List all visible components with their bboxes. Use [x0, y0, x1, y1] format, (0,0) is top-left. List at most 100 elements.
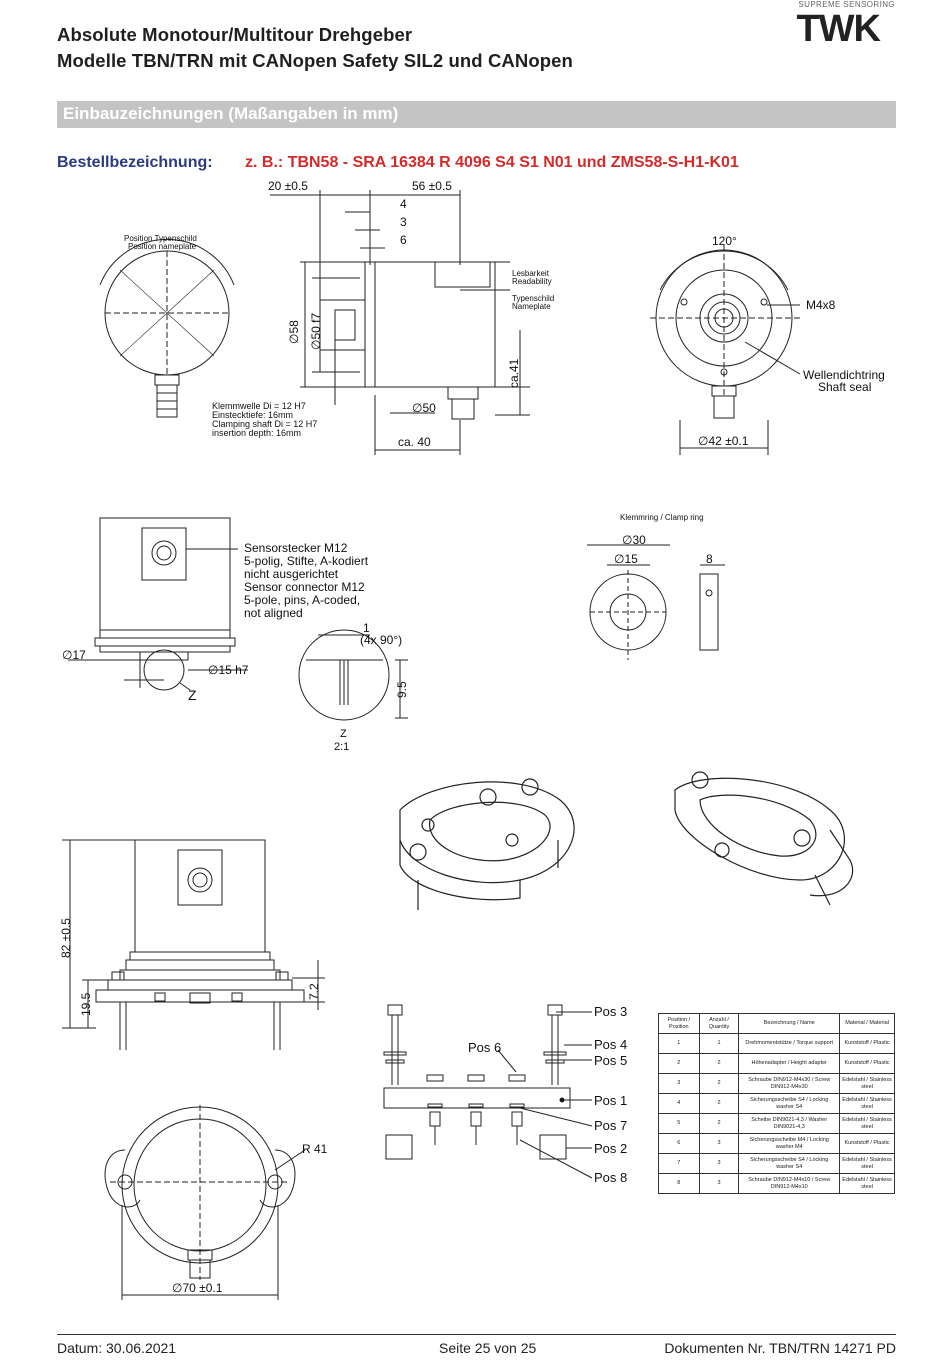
- pos-3-label: Pos 3: [594, 1004, 627, 1019]
- cell: 2: [658, 1053, 700, 1074]
- cell: Edelstahl / Stainless steel: [839, 1093, 895, 1114]
- cell: Edelstahl / Stainless steel: [839, 1153, 895, 1174]
- parts-table: Position / Position Anzahl / Quantity Be…: [658, 1013, 895, 1194]
- cell: Kunststoff / Plastic: [839, 1053, 895, 1074]
- parts-table-header: Position / Position Anzahl / Quantity Be…: [658, 1013, 895, 1034]
- lesbarkeit-de: Lesbarkeit: [512, 269, 550, 278]
- cell: Schraube DIN912-M4x30 / Screw DIN912-M4x…: [738, 1073, 841, 1094]
- cell: Kunststoff / Plastic: [839, 1033, 895, 1054]
- detail-z-scale: 2:1: [334, 741, 349, 753]
- header-quantity: Anzahl / Quantity: [698, 1013, 740, 1034]
- lesbarkeit-en: Readability: [512, 277, 552, 286]
- dim-3: 3: [400, 215, 407, 229]
- cell: 4: [658, 1093, 700, 1114]
- torque-support-3d-right: [674, 771, 854, 906]
- dim-d58: ∅58: [287, 320, 301, 344]
- cell: Sicherungsscheibe S4 / Locking washer S4: [738, 1093, 841, 1114]
- detail-z-title: Z: [340, 728, 347, 740]
- clamp-shaft-2: Einstecktiefe: 16mm: [212, 410, 293, 420]
- section-header: Einbauzeichnungen (Maßangaben in mm): [57, 101, 896, 128]
- connector-view: [68, 517, 248, 691]
- cell: 6: [658, 1133, 700, 1154]
- seal-label-en: Shaft seal: [818, 380, 871, 394]
- cell: 3: [698, 1133, 740, 1154]
- cell: Sicherungsscheibe S4 / Locking washer S4: [738, 1153, 841, 1174]
- cell: Drehmomentstütze / Torque support: [738, 1033, 841, 1054]
- typenschild-de: Typenschild: [512, 294, 554, 303]
- dim-56: 56 ±0.5: [412, 179, 452, 193]
- dim-19-5: 19.5: [79, 992, 93, 1016]
- header-position: Position / Position: [658, 1013, 700, 1034]
- clamp-shaft-4: insertion depth: 16mm: [212, 428, 301, 438]
- brand-tagline: SUPREME SENSORING: [798, 0, 895, 9]
- dim-8: 8: [706, 552, 713, 566]
- pos-8-label: Pos 8: [594, 1170, 627, 1185]
- cell: 8: [658, 1173, 700, 1194]
- encoder-front-view: [99, 238, 235, 418]
- cell: 2: [698, 1073, 740, 1094]
- cell: 2: [698, 1053, 740, 1074]
- cell: 1: [698, 1033, 740, 1054]
- cell: Scheibe DIN9021-4,3 / Washer DIN9021-4,3: [738, 1113, 841, 1134]
- clamp-shaft-3: Clamping shaft Di = 12 H7: [212, 419, 317, 429]
- cell: 5: [658, 1113, 700, 1134]
- encoder-side-view: [270, 190, 530, 455]
- pos-typenschild-de: Position Typenschild: [124, 234, 197, 243]
- dim-6: 6: [400, 233, 407, 247]
- dim-d15h7: ∅15 h7: [208, 663, 249, 677]
- pos-6-label: Pos 6: [468, 1040, 501, 1055]
- header-material: Material / Material: [839, 1013, 895, 1034]
- header-name: Bezeichnung / Name: [738, 1013, 841, 1034]
- cell: 7: [658, 1153, 700, 1174]
- detail-z-marker: Z: [188, 687, 197, 703]
- sensor-label-5: 5-pole, pins, A-coded,: [244, 593, 360, 607]
- pos-1-label: Pos 1: [594, 1093, 627, 1108]
- cell: Kunststoff / Plastic: [839, 1133, 895, 1154]
- sensor-label-2: 5-polig, Stifte, A-kodiert: [244, 554, 369, 568]
- dim-ca40: ca. 40: [398, 435, 431, 449]
- detail-z-view: [298, 629, 408, 721]
- encoder-rear-view: [650, 245, 801, 455]
- mounted-encoder-side-view: [62, 839, 325, 1050]
- cell: 2: [698, 1113, 740, 1134]
- footer-document-number: Dokumenten Nr. TBN/TRN 14271 PD: [664, 1340, 896, 1356]
- order-value: z. B.: TBN58 - SRA 16384 R 4096 S4 S1 N0…: [245, 154, 739, 171]
- title-line-1: Absolute Monotour/Multitour Drehgeber: [57, 24, 413, 45]
- pos-2-label: Pos 2: [594, 1141, 627, 1156]
- cell: 3: [698, 1153, 740, 1174]
- section-title: Einbauzeichnungen (Maßangaben in mm): [63, 104, 399, 123]
- cell: 3: [658, 1073, 700, 1094]
- dim-d30: ∅30: [622, 533, 646, 547]
- sensor-label-3: nicht ausgerichtet: [244, 567, 339, 581]
- dim-9-5: 9.5: [395, 681, 409, 698]
- pos-typenschild-en: Position nameplate: [128, 242, 197, 251]
- dim-ca41: ca.41: [507, 358, 521, 388]
- dim-d42: ∅42 ±0.1: [698, 434, 749, 448]
- sensor-label-1: Sensorstecker M12: [244, 541, 348, 555]
- cell: 3: [698, 1173, 740, 1194]
- brand-logo: TWK: [796, 8, 881, 50]
- dim-4x90: (4x 90°): [360, 633, 402, 647]
- cell: Edelstahl / Stainless steel: [839, 1113, 895, 1134]
- sensor-label-6: not aligned: [244, 606, 303, 620]
- seal-label-de: Wellendichtring: [803, 368, 885, 382]
- mounted-encoder-front-view: [104, 1105, 306, 1300]
- pos-5-label: Pos 5: [594, 1053, 627, 1068]
- dim-120: 120°: [712, 234, 737, 248]
- dim-82: 82 ±0.5: [59, 918, 73, 958]
- cell: Höhenadapter / Height adapter: [738, 1053, 841, 1074]
- footer-page: Seite 25 von 25: [439, 1340, 537, 1356]
- dim-20: 20 ±0.5: [268, 179, 308, 193]
- title-line-2: Modelle TBN/TRN mit CANopen Safety SIL2 …: [57, 50, 573, 71]
- cell: 2: [698, 1093, 740, 1114]
- dim-d50: ∅50: [412, 401, 436, 415]
- clamp-ring-title: Klemmring / Clamp ring: [620, 513, 704, 522]
- typenschild-en: Nameplate: [512, 302, 551, 311]
